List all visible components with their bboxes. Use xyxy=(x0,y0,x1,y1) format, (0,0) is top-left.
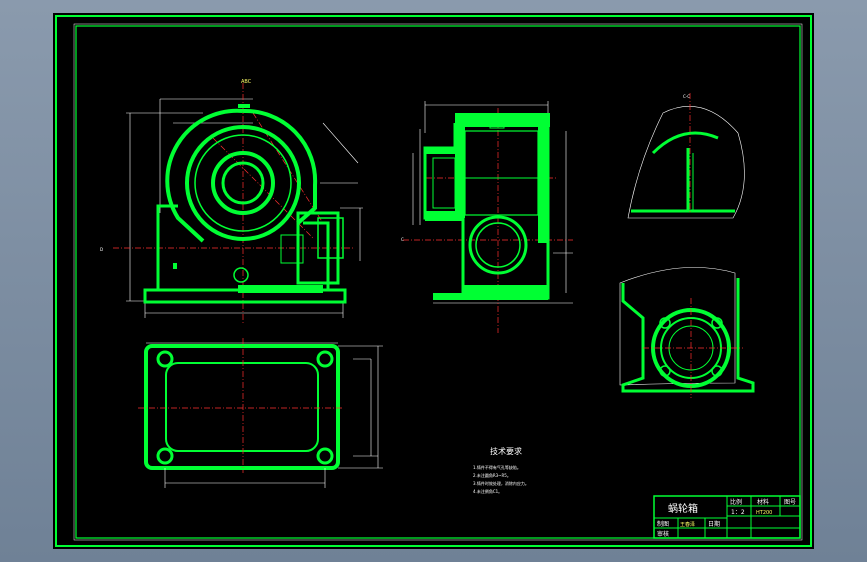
drawn-by-name: 王春泽 xyxy=(680,521,695,528)
svg-text:D: D xyxy=(100,247,103,252)
drawn-by-label: 制图 xyxy=(657,520,669,528)
tech-note-2: 2.未注圆角R3~R5。 xyxy=(473,472,511,478)
border-frame xyxy=(75,25,801,539)
material-value: HT200 xyxy=(756,510,772,516)
material-header: 材料 xyxy=(757,498,769,506)
scale-value: 1：2 xyxy=(731,509,745,516)
drawing-no-header: 图号 xyxy=(784,499,796,506)
drawing-canvas: ABC D C xyxy=(53,13,814,549)
tech-note-1: 1.铸件不得有气孔等缺陷。 xyxy=(473,464,521,470)
iso-view-top: C-C xyxy=(627,93,745,219)
iso-view-bottom xyxy=(619,267,755,398)
inner-frame xyxy=(73,23,803,541)
date-label: 日期 xyxy=(708,520,720,528)
part-name: 蜗轮箱 xyxy=(668,502,698,515)
outer-frame xyxy=(55,15,812,547)
front-view-label: ABC xyxy=(241,79,252,85)
side-section-view: C xyxy=(401,101,573,333)
svg-text:C: C xyxy=(401,237,404,242)
top-view xyxy=(138,338,383,488)
tech-note-3: 3.铸件时效处理，消除内应力。 xyxy=(473,480,529,486)
front-view: ABC D xyxy=(100,79,363,323)
tech-requirements-title: 技术要求 xyxy=(490,446,522,456)
title-block: 蜗轮箱 比例 材料 图号 1：2 HT200 制图 王春泽 日期 审核 xyxy=(653,495,801,539)
tech-requirements: 技术要求 1.铸件不得有气孔等缺陷。 2.未注圆角R3~R5。 3.铸件时效处理… xyxy=(473,446,529,494)
tech-note-4: 4.未注倒角C1。 xyxy=(473,488,502,494)
cad-drawing: ABC D C xyxy=(55,15,812,547)
checked-label: 审核 xyxy=(657,530,669,538)
scale-header: 比例 xyxy=(730,498,742,506)
svg-text:C-C: C-C xyxy=(683,94,690,99)
